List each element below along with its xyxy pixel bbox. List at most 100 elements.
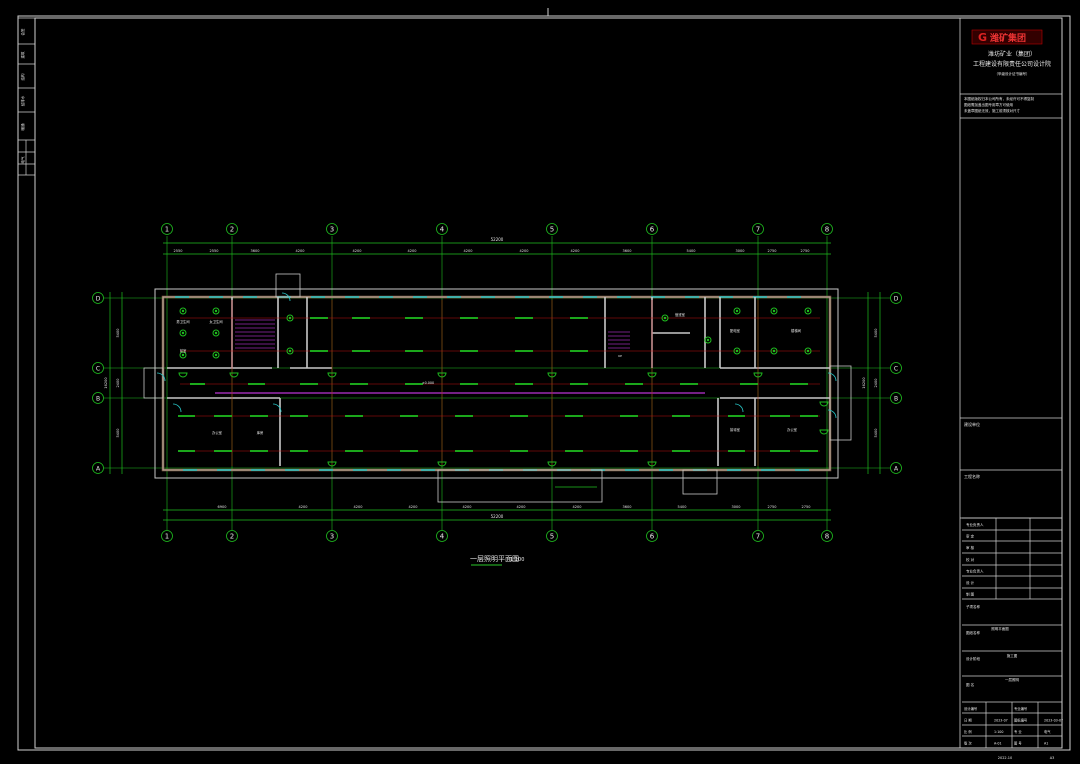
- dimension-text: 5400: [678, 505, 687, 509]
- plan-scale: 1:100: [510, 557, 524, 563]
- axis-label: 5: [550, 533, 554, 541]
- ceiling-light: [212, 329, 220, 337]
- ceiling-light-dot: [181, 353, 185, 357]
- dimension-text: 3600: [251, 249, 260, 253]
- dimension-text: 4200: [296, 249, 305, 253]
- sign-row-label: 专业负责人: [966, 568, 984, 573]
- axis-label: B: [894, 396, 898, 403]
- axis-label: 8: [825, 533, 829, 541]
- company-line-3: （甲级设计证书编号）: [995, 71, 1030, 76]
- axis-label: 7: [756, 533, 760, 541]
- axis-bubble: [326, 530, 338, 542]
- wall-light: [647, 372, 657, 378]
- project-name-label: 工程名称: [964, 473, 980, 479]
- axis-label: 7: [756, 226, 760, 234]
- ceiling-light-dot: [735, 349, 739, 353]
- total-dimension-top: 52200: [491, 237, 504, 242]
- side-dimension-text: 5400: [116, 329, 120, 338]
- door-swing: [272, 403, 282, 413]
- logo-g-icon: G: [978, 31, 987, 44]
- sign-row-label: 专业负责人: [966, 522, 984, 527]
- entrance-porch-south: [437, 469, 603, 503]
- ceiling-light-dot: [663, 316, 667, 320]
- title-block-cell: 设计编号: [964, 706, 978, 711]
- ceiling-light: [179, 329, 187, 337]
- axis-bubble: [161, 530, 173, 542]
- axis-bubble: [92, 392, 104, 404]
- sign-row-label: 审 定: [966, 534, 975, 539]
- project-label: 建设单位: [964, 421, 980, 427]
- title-block-cell: 日 期: [964, 718, 972, 723]
- axis-bubble: [821, 223, 833, 235]
- axis-bubble: [890, 462, 902, 474]
- door-swing: [172, 403, 182, 413]
- strip-label: 会签: [20, 28, 25, 35]
- dimension-text: 3600: [623, 505, 632, 509]
- plan-title: 一层照明平面图: [470, 555, 519, 563]
- wall-light: [753, 372, 763, 378]
- side-dimension-text: 5400: [116, 429, 120, 438]
- entrance-west: [143, 367, 164, 399]
- ceiling-light-dot: [735, 309, 739, 313]
- title-block-cell: 比 例: [964, 729, 972, 734]
- room-label: 库房: [257, 430, 264, 435]
- dimension-text: 4200: [517, 505, 526, 509]
- axis-bubble: [890, 362, 902, 374]
- axis-label: 2: [230, 533, 234, 541]
- ceiling-light-dot: [214, 309, 218, 313]
- ceiling-light-dot: [288, 349, 292, 353]
- ceiling-light-dot: [772, 349, 776, 353]
- entrance-porch-east: [682, 469, 718, 495]
- dimension-text: 4200: [354, 505, 363, 509]
- axis-bubble: [646, 530, 658, 542]
- axis-label: A: [96, 466, 101, 473]
- dimension-text: 2550: [210, 249, 219, 253]
- axis-label: C: [894, 366, 898, 373]
- strip-label: 建筑: [20, 51, 25, 58]
- dimension-text: 4200: [464, 249, 473, 253]
- wall-light: [178, 372, 188, 378]
- ceiling-light-dot: [806, 309, 810, 313]
- side-dimension-text: 5400: [874, 329, 878, 338]
- dimension-text: 4200: [353, 249, 362, 253]
- figure-name-value: 一层照明: [1005, 677, 1019, 682]
- side-total-text: 16200: [862, 377, 866, 388]
- strip-label: 给排水: [20, 95, 25, 106]
- ceiling-light: [212, 351, 220, 359]
- title-block-cell: 版 次: [964, 741, 972, 746]
- entrance-porch-north: [275, 273, 301, 298]
- subproject-label: 子项名称: [966, 604, 980, 609]
- title-block-cell: 专业编号: [1014, 706, 1028, 711]
- door-swing: [827, 409, 837, 419]
- company-logo: G 潍矿集团: [971, 29, 1043, 45]
- ceiling-light-dot: [706, 338, 710, 342]
- room-label: 男卫生间: [176, 319, 189, 324]
- axis-label: 6: [650, 226, 655, 234]
- note-3: 未盖章图纸无效，施工前须核对尺寸: [964, 108, 1020, 113]
- ceiling-light-dot: [288, 316, 292, 320]
- axis-bubble: [646, 223, 658, 235]
- room-label: 楼梯间: [791, 328, 801, 333]
- axis-bubble: [821, 530, 833, 542]
- dimension-text: 4200: [463, 505, 472, 509]
- strip-label: 结构: [20, 73, 25, 80]
- axis-label: 4: [440, 226, 445, 234]
- axis-bubble: [92, 362, 104, 374]
- note-2: 图纸需加盖出图专用章方可使用: [964, 102, 1013, 107]
- outer-border: [17, 15, 1071, 751]
- dimension-text: 4200: [520, 249, 529, 253]
- room-label: 办公室: [212, 430, 223, 435]
- axis-bubble: [436, 530, 448, 542]
- room-label: 前室: [180, 348, 187, 353]
- dimension-text: 2750: [801, 249, 810, 253]
- ceiling-light-dot: [772, 309, 776, 313]
- wall-light: [437, 372, 447, 378]
- dimension-text: 2750: [768, 505, 777, 509]
- room-label: 接待室: [730, 427, 741, 432]
- room-label: 配电室: [730, 328, 741, 333]
- wall-light: [819, 401, 829, 407]
- building-outline: [154, 288, 839, 479]
- title-block-cell: A1: [1044, 742, 1048, 746]
